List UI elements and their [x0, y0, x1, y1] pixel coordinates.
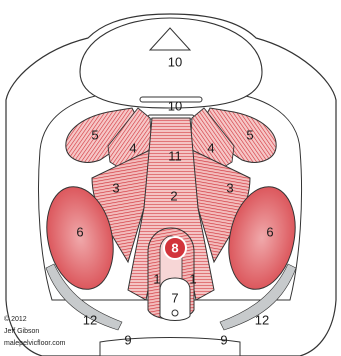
label-12-right: 12 — [255, 312, 269, 327]
copyright-text: © 2012 — [4, 316, 27, 324]
label-11: 11 — [168, 148, 182, 163]
label-1-right: 1 — [189, 271, 196, 286]
coccyx-base — [100, 338, 240, 356]
label-3-left: 3 — [112, 180, 119, 195]
label-3-right: 3 — [226, 180, 233, 195]
label-7: 7 — [171, 290, 178, 305]
label-12-left: 12 — [83, 312, 97, 327]
label-5-left: 5 — [91, 127, 98, 142]
label-4-left: 4 — [129, 140, 136, 155]
label-2: 2 — [170, 188, 177, 203]
label-5-right: 5 — [246, 127, 253, 142]
label-10-top: 10 — [168, 54, 182, 69]
author-text: Jeff Gibson — [4, 328, 39, 336]
label-6-left: 6 — [76, 224, 83, 239]
label-6-right: 6 — [266, 224, 273, 239]
label-8: 8 — [171, 240, 178, 255]
label-10-mid: 10 — [168, 98, 182, 113]
anal-opening — [172, 310, 178, 316]
label-1-left: 1 — [153, 271, 160, 286]
label-4-right: 4 — [207, 140, 214, 155]
label-9-right: 9 — [220, 332, 227, 347]
label-9-left: 9 — [124, 332, 131, 347]
website-text: malepelvicfloor.com — [4, 340, 65, 348]
